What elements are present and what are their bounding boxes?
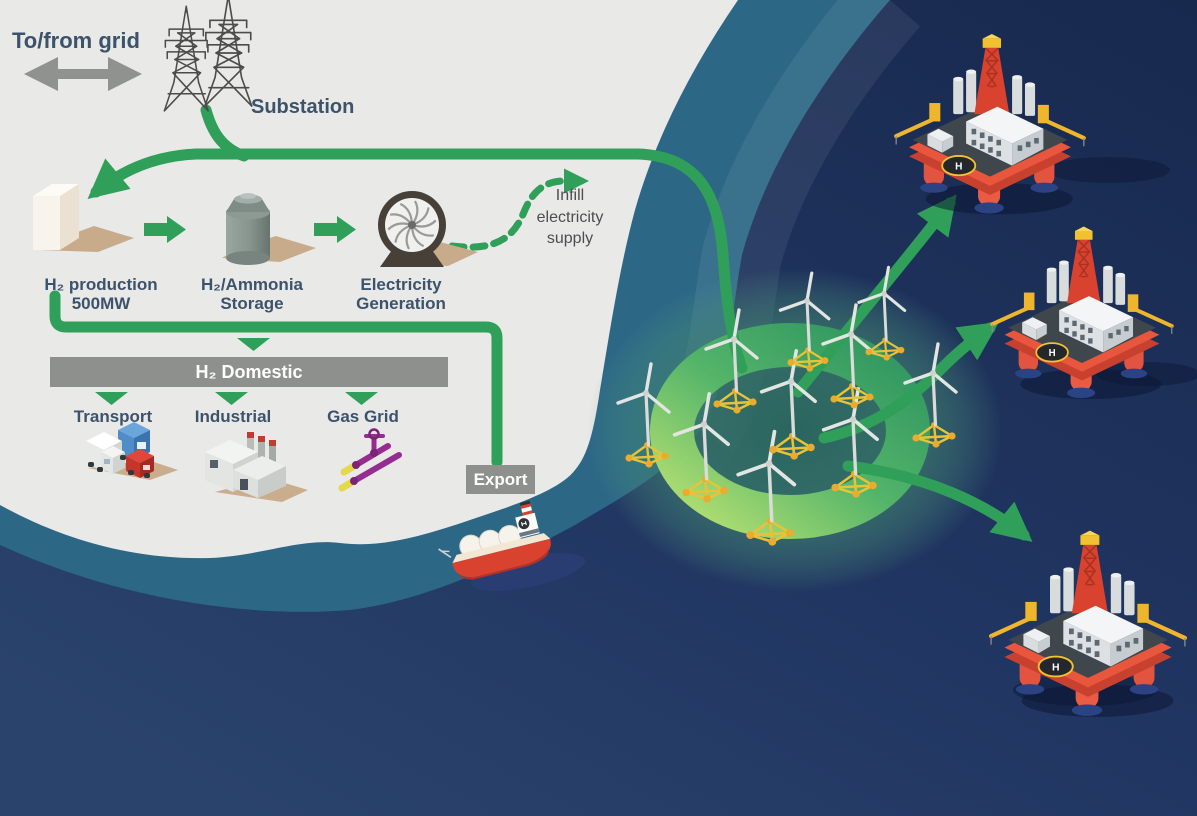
down-arrow-gasgrid bbox=[345, 392, 378, 405]
h2-domestic-banner: H₂ Domestic bbox=[50, 357, 448, 387]
flow-arrow-production-storage bbox=[144, 216, 186, 243]
flow-arrow-storage-generation bbox=[314, 216, 356, 243]
down-arrow-transport bbox=[95, 392, 128, 405]
export-badge: Export bbox=[466, 465, 535, 494]
pipeline-icon bbox=[338, 428, 402, 492]
land-area bbox=[0, 0, 738, 559]
industrial-label: Industrial bbox=[194, 407, 272, 426]
grid-to-production-line bbox=[87, 148, 748, 374]
production-building-icon bbox=[33, 184, 134, 252]
transport-label: Transport bbox=[73, 407, 153, 426]
trucks-icon bbox=[86, 422, 178, 480]
generation-label: Electricity Generation bbox=[356, 275, 446, 314]
export-ship-icon bbox=[438, 500, 551, 580]
storage-label: H₂/Ammonia Storage bbox=[200, 275, 303, 314]
h2-production-label: H₂ production 500MW bbox=[44, 275, 158, 314]
infill-supply-label: Infill electricity supply bbox=[536, 187, 604, 248]
grid-label: To/from grid bbox=[12, 28, 140, 53]
down-arrow-industrial bbox=[215, 392, 248, 405]
gas-grid-label: Gas Grid bbox=[327, 407, 399, 426]
storage-tank-icon bbox=[222, 193, 316, 265]
down-arrow-domestic bbox=[237, 338, 270, 351]
infill-dashed-arrow bbox=[448, 168, 590, 251]
substation-label: Substation bbox=[251, 96, 355, 118]
substation-towers-icon bbox=[163, 0, 253, 112]
generator-icon bbox=[378, 191, 478, 267]
wind-farm-ring bbox=[650, 323, 930, 539]
ship-shadow bbox=[471, 553, 585, 591]
arrow-to-platform-bottom bbox=[842, 460, 1033, 542]
factory-icon bbox=[205, 432, 308, 502]
production-to-export-line bbox=[49, 290, 503, 468]
